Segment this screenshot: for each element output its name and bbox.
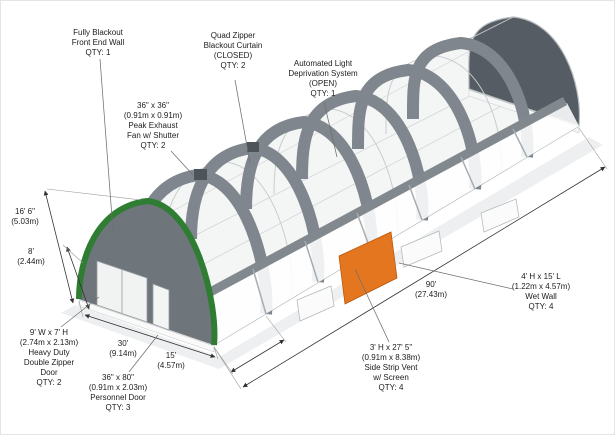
annotation-auto-light-dep: Automated Light Deprivation System (OPEN… <box>288 59 358 98</box>
dim-ext <box>78 300 84 318</box>
annotation-fully-blackout: Fully Blackout Front End Wall QTY: 1 <box>71 28 125 57</box>
curtain-rib <box>406 36 534 158</box>
far-end-blackout-wall <box>468 16 581 127</box>
dim-label-bay-length: 15' (4.57m) <box>157 351 185 370</box>
dim-ext <box>578 127 608 170</box>
dim-ext <box>62 244 84 264</box>
leader-line <box>354 268 390 343</box>
annotation-quad-zipper: Quad Zipper Blackout Curtain (CLOSED) QT… <box>203 31 263 70</box>
leader-line <box>398 262 514 290</box>
dim-label-overall-length: 90' (27.43m) <box>414 280 448 299</box>
annotation-wet-wall: 4' H x 15' L (1.22m x 4.57m) Wet Wall QT… <box>511 272 571 311</box>
dim-line-overall-length <box>242 166 606 388</box>
leader-line <box>99 58 114 232</box>
dimension-lines <box>43 127 608 390</box>
dim-ext <box>213 346 219 360</box>
leader-line <box>323 101 338 158</box>
dim-line-sidewall-height <box>66 246 90 310</box>
annotation-peak-fan: 36" x 36" (0.91m x 0.91m) Peak Exhaust F… <box>123 101 183 150</box>
leader-line <box>128 334 159 373</box>
personnel-door-shape <box>152 283 170 331</box>
dim-ext <box>213 346 242 390</box>
leader-line <box>170 150 194 176</box>
leader-line <box>60 296 100 328</box>
peak-exhaust-fan <box>194 169 207 180</box>
peak-exhaust-fan <box>247 142 259 152</box>
annotation-double-zipper-door: 9' W x 7' H (2.74m x 2.13m) Heavy Duty D… <box>19 328 79 387</box>
dim-label-total-height: 16' 6" (5.03m) <box>11 207 39 226</box>
leader-line <box>234 79 251 164</box>
dim-label-end-width: 30' (9.14m) <box>109 339 137 358</box>
dim-label-sidewall-height: 8' (2.44m) <box>17 247 45 266</box>
annotation-side-strip-vent: 3' H x 27' 5" (0.91m x 8.38m) Side Strip… <box>361 343 421 392</box>
dim-line-total-height <box>43 190 75 304</box>
dim-ext <box>46 188 142 201</box>
annotation-personnel-door: 36" x 80" (0.91m x 2.03m) Personnel Door… <box>88 373 148 412</box>
leader-lines <box>60 58 514 373</box>
dim-line-end-width <box>84 314 216 358</box>
